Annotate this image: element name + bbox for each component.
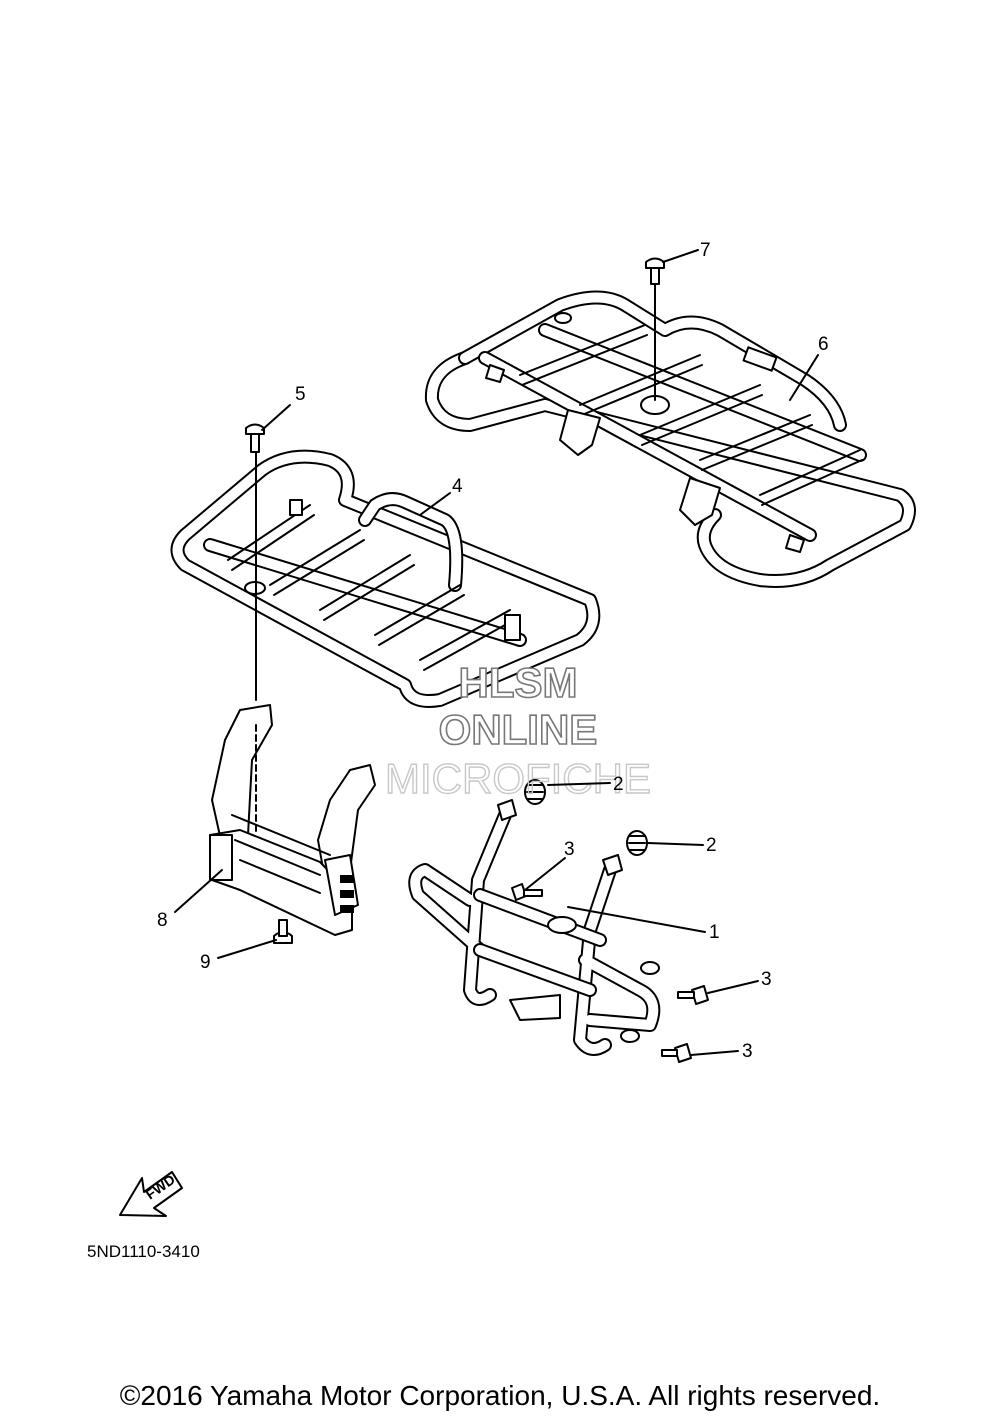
bolt-3c	[661, 1043, 692, 1063]
callout-7: 7	[700, 240, 711, 261]
watermark-line-3: MICROFICHE	[385, 755, 651, 802]
bolt-5	[245, 423, 265, 701]
bolt-3a	[511, 883, 543, 901]
watermark-line-1: HLSM	[459, 659, 578, 706]
watermark-line-2: ONLINE	[439, 706, 598, 753]
callout-3a: 3	[564, 839, 575, 860]
diagram-code: 5ND1110-3410	[87, 1242, 200, 1261]
front-carrier	[170, 449, 601, 708]
callout-numbers: 7 6 5 4 2 2 3 1 3 3 8 9	[157, 240, 829, 1062]
fwd-arrow-icon: FWD	[119, 1171, 183, 1217]
bolt-3b	[677, 985, 709, 1005]
callout-1: 1	[709, 922, 720, 943]
callout-3b: 3	[761, 969, 772, 990]
callout-4: 4	[452, 476, 463, 497]
guard-8	[209, 704, 376, 936]
callout-5: 5	[295, 384, 306, 405]
bolt-7	[645, 257, 665, 401]
callout-3c: 3	[742, 1041, 753, 1062]
callout-2a: 2	[613, 774, 624, 795]
callout-6: 6	[818, 334, 829, 355]
callout-8: 8	[157, 910, 168, 931]
guard-bar-1	[408, 799, 661, 1056]
copyright-notice: ©2016 Yamaha Motor Corporation, U.S.A. A…	[119, 1380, 881, 1411]
leader-lines	[174, 249, 819, 1056]
rear-carrier	[424, 290, 916, 588]
watermark: HLSM ONLINE MICROFICHE	[384, 658, 651, 803]
callout-9: 9	[200, 952, 211, 973]
bolt-9	[273, 919, 293, 944]
callout-2b: 2	[706, 835, 717, 856]
grommet-2a	[524, 779, 546, 805]
grommet-2b	[626, 830, 648, 856]
